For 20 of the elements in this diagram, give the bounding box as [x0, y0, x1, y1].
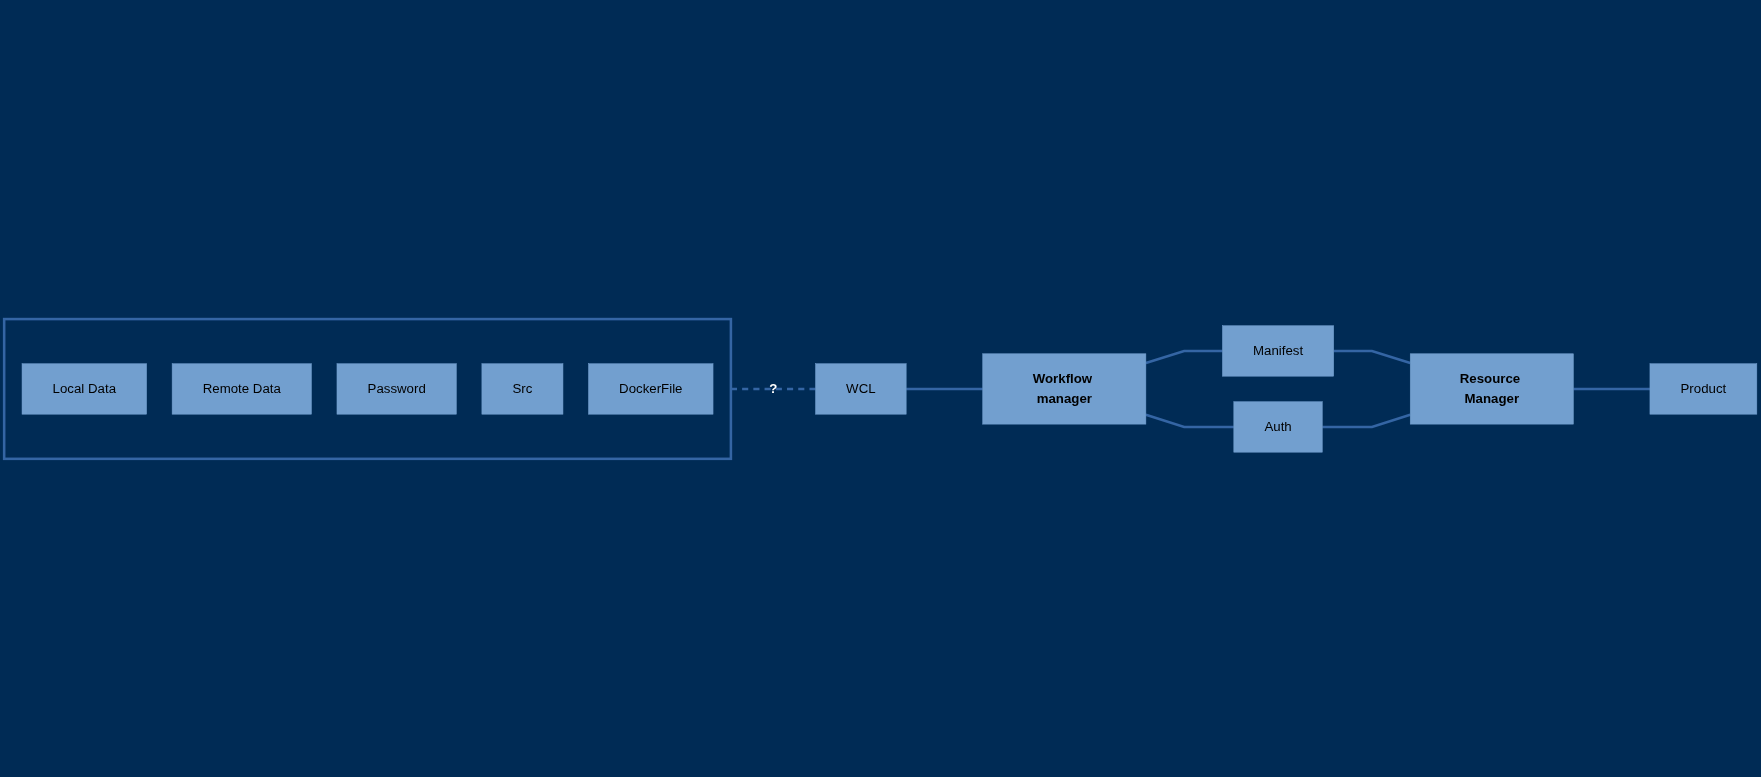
- connector: [906, 387, 983, 390]
- connector: [1333, 349, 1411, 364]
- node-box: Local Data: [21, 363, 147, 414]
- connector: [730, 387, 816, 390]
- node-box: Src: [481, 363, 564, 414]
- edge-label: ?: [769, 380, 778, 396]
- connector: [1145, 413, 1234, 428]
- node-box: Manifest: [1222, 325, 1334, 376]
- connector: [1322, 413, 1411, 428]
- node-box: Auth: [1233, 401, 1323, 452]
- node-box: Resource Manager: [1409, 353, 1574, 424]
- connector: [1145, 349, 1223, 364]
- node-box: Product: [1649, 363, 1758, 414]
- node-box: DockerFile: [588, 363, 714, 414]
- node-box: Password: [336, 363, 457, 414]
- node-box: Remote Data: [171, 363, 312, 414]
- node-box: Workflow manager: [982, 353, 1147, 424]
- connector: [1573, 387, 1650, 390]
- cluster: [2, 317, 733, 460]
- node-box: WCL: [815, 363, 907, 414]
